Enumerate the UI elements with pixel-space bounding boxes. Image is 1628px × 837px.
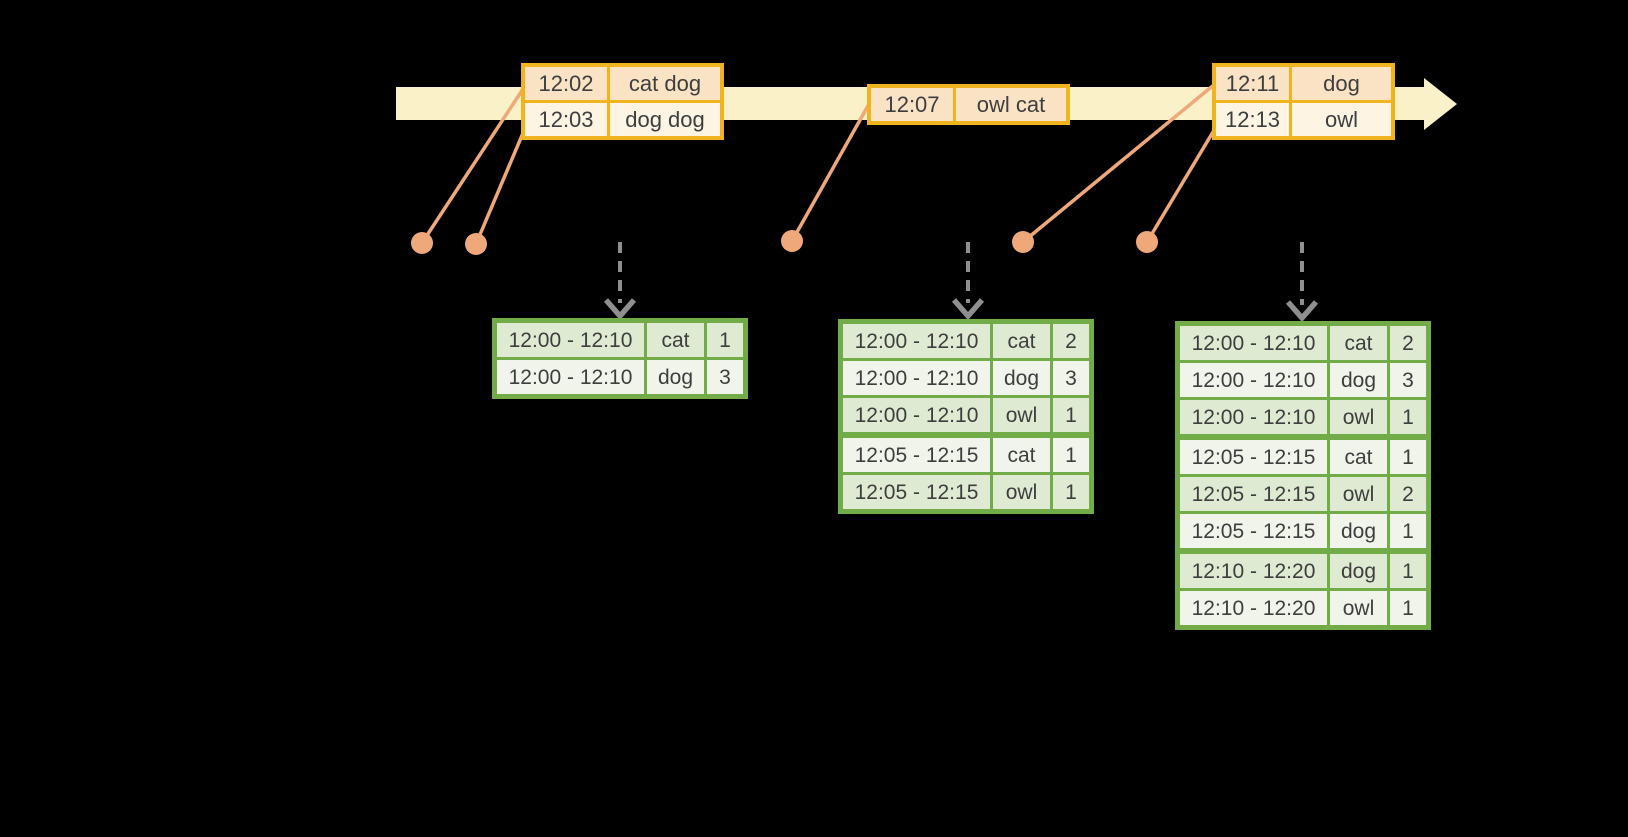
count-cell: 2 xyxy=(1053,324,1089,358)
event-connectors xyxy=(420,82,1218,245)
word-cell: cat xyxy=(993,324,1050,358)
trigger-arrowhead-icon xyxy=(951,298,985,321)
word-cell: owl xyxy=(1330,591,1387,625)
trigger-arrowhead-icon xyxy=(603,298,637,321)
time-cell: 12:03 xyxy=(525,103,607,136)
event-connector-line xyxy=(474,125,528,245)
words-cell: owl cat xyxy=(956,88,1066,121)
window-cell: 12:05 - 12:15 xyxy=(843,438,990,472)
event-dot-icon xyxy=(781,230,803,252)
window-cell: 12:05 - 12:15 xyxy=(1180,514,1327,548)
count-cell: 3 xyxy=(1053,361,1089,395)
word-cell: cat xyxy=(993,438,1050,472)
window-cell: 12:05 - 12:15 xyxy=(1180,440,1327,474)
word-cell: dog xyxy=(1330,363,1387,397)
word-cell: dog xyxy=(1330,514,1387,548)
event-dots xyxy=(411,230,1158,255)
word-cell: owl xyxy=(1330,477,1387,511)
count-cell: 1 xyxy=(1053,475,1089,509)
count-cell: 2 xyxy=(1390,326,1426,360)
time-cell: 12:02 xyxy=(525,67,607,100)
window-cell: 12:10 - 12:20 xyxy=(1180,591,1327,625)
timeline-arrowhead-icon xyxy=(1424,78,1457,130)
words-cell: dog dog xyxy=(610,103,720,136)
word-cell: cat xyxy=(1330,440,1387,474)
count-cell: 1 xyxy=(1390,400,1426,434)
count-cell: 1 xyxy=(707,323,743,357)
event-dot-icon xyxy=(465,233,487,255)
window-cell: 12:05 - 12:15 xyxy=(1180,477,1327,511)
trigger-arrows xyxy=(603,242,1319,323)
word-cell: owl xyxy=(1330,400,1387,434)
words-cell: dog xyxy=(1292,67,1391,100)
words-cell: cat dog xyxy=(610,67,720,100)
time-cell: 12:13 xyxy=(1216,103,1289,136)
window-cell: 12:00 - 12:10 xyxy=(1180,326,1327,360)
count-cell: 1 xyxy=(1390,514,1426,548)
window-cell: 12:00 - 12:10 xyxy=(843,398,990,432)
trigger-arrowhead-icon xyxy=(1285,300,1319,323)
count-cell: 2 xyxy=(1390,477,1426,511)
time-cell: 12:07 xyxy=(871,88,953,121)
window-cell: 12:10 - 12:20 xyxy=(1180,554,1327,588)
event-connector-line xyxy=(1145,126,1218,243)
event-connector-line xyxy=(790,103,871,242)
window-cell: 12:00 - 12:10 xyxy=(843,361,990,395)
word-cell: dog xyxy=(647,360,704,394)
window-cell: 12:05 - 12:15 xyxy=(843,475,990,509)
count-cell: 1 xyxy=(1390,440,1426,474)
window-cell: 12:00 - 12:10 xyxy=(843,324,990,358)
event-dot-icon xyxy=(411,232,433,254)
word-cell: dog xyxy=(993,361,1050,395)
window-cell: 12:00 - 12:10 xyxy=(1180,363,1327,397)
count-cell: 1 xyxy=(1390,554,1426,588)
window-cell: 12:00 - 12:10 xyxy=(497,360,644,394)
words-cell: owl xyxy=(1292,103,1391,136)
count-cell: 3 xyxy=(707,360,743,394)
count-cell: 1 xyxy=(1053,438,1089,472)
event-dot-icon xyxy=(1136,231,1158,253)
word-cell: cat xyxy=(1330,326,1387,360)
count-cell: 1 xyxy=(1390,591,1426,625)
count-cell: 3 xyxy=(1390,363,1426,397)
word-cell: cat xyxy=(647,323,704,357)
word-cell: owl xyxy=(993,398,1050,432)
event-connector-line xyxy=(1021,82,1217,244)
window-cell: 12:00 - 12:10 xyxy=(1180,400,1327,434)
count-cell: 1 xyxy=(1053,398,1089,432)
word-cell: owl xyxy=(993,475,1050,509)
word-cell: dog xyxy=(1330,554,1387,588)
time-cell: 12:11 xyxy=(1216,67,1289,100)
window-cell: 12:00 - 12:10 xyxy=(497,323,644,357)
event-connector-line xyxy=(420,88,525,244)
event-dot-icon xyxy=(1012,231,1034,253)
